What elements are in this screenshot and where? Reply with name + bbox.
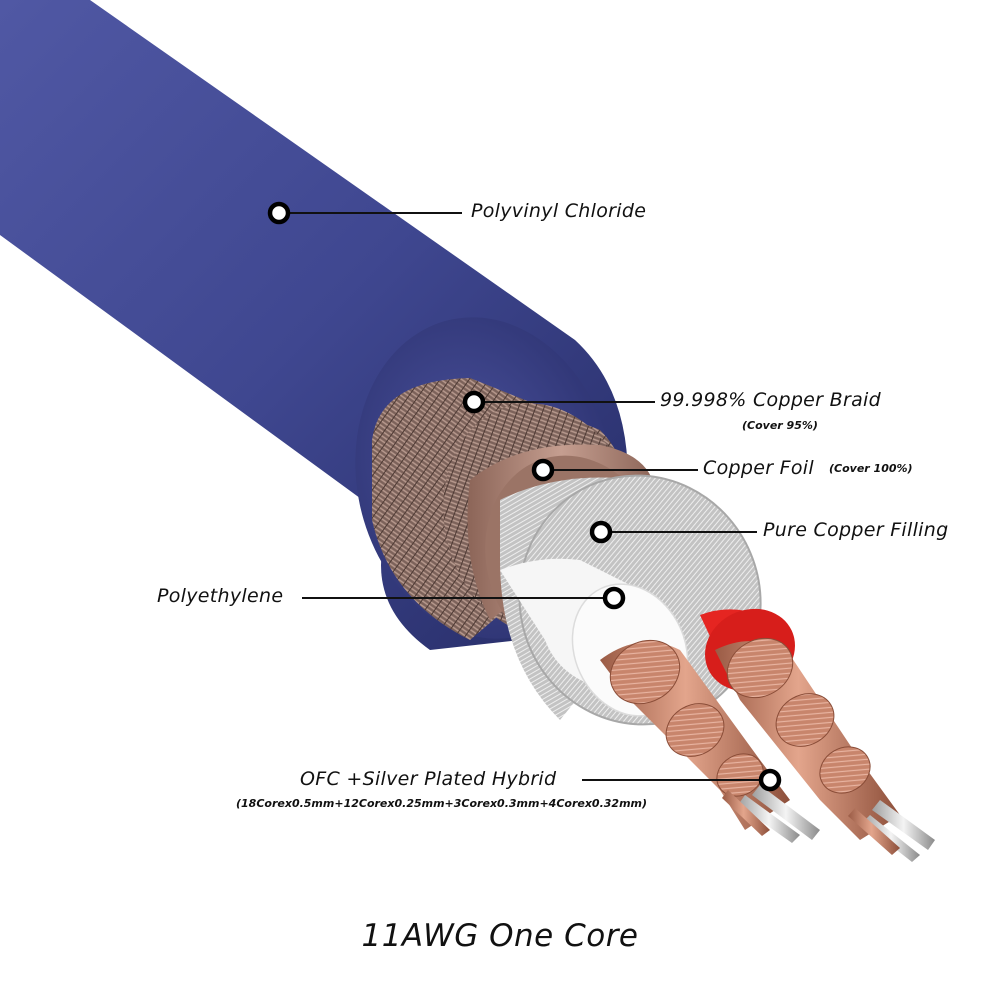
left-conductor bbox=[600, 639, 820, 843]
filling-label: Pure Copper Filling bbox=[763, 519, 949, 541]
pe-marker bbox=[602, 586, 626, 610]
pe-callout bbox=[302, 586, 626, 610]
pvc-marker bbox=[267, 201, 291, 225]
pvc-label: Polyvinyl Chloride bbox=[471, 200, 647, 222]
conductor-marker bbox=[758, 768, 782, 792]
right-conductor bbox=[715, 637, 935, 862]
conductor-spec-label: (18Corex0.5mm+12Corex0.25mm+3Corex0.3mm+… bbox=[236, 797, 648, 810]
braid-callout bbox=[462, 390, 655, 414]
foil-marker bbox=[531, 458, 555, 482]
pvc-callout bbox=[267, 201, 462, 225]
pe-label: Polyethylene bbox=[157, 585, 284, 607]
conductor-callout bbox=[582, 768, 782, 792]
conductor-label: OFC +Silver Plated Hybrid bbox=[300, 768, 557, 790]
filling-callout bbox=[589, 520, 757, 544]
foil-callout bbox=[531, 458, 698, 482]
filling-marker bbox=[589, 520, 613, 544]
braid-cover-label: (Cover 95%) bbox=[742, 419, 818, 432]
foil-cover-label: (Cover 100%) bbox=[829, 462, 913, 475]
braid-label: 99.998% Copper Braid bbox=[660, 389, 881, 411]
diagram-caption: 11AWG One Core bbox=[361, 918, 639, 954]
foil-label: Copper Foil bbox=[703, 457, 814, 479]
braid-marker bbox=[462, 390, 486, 414]
